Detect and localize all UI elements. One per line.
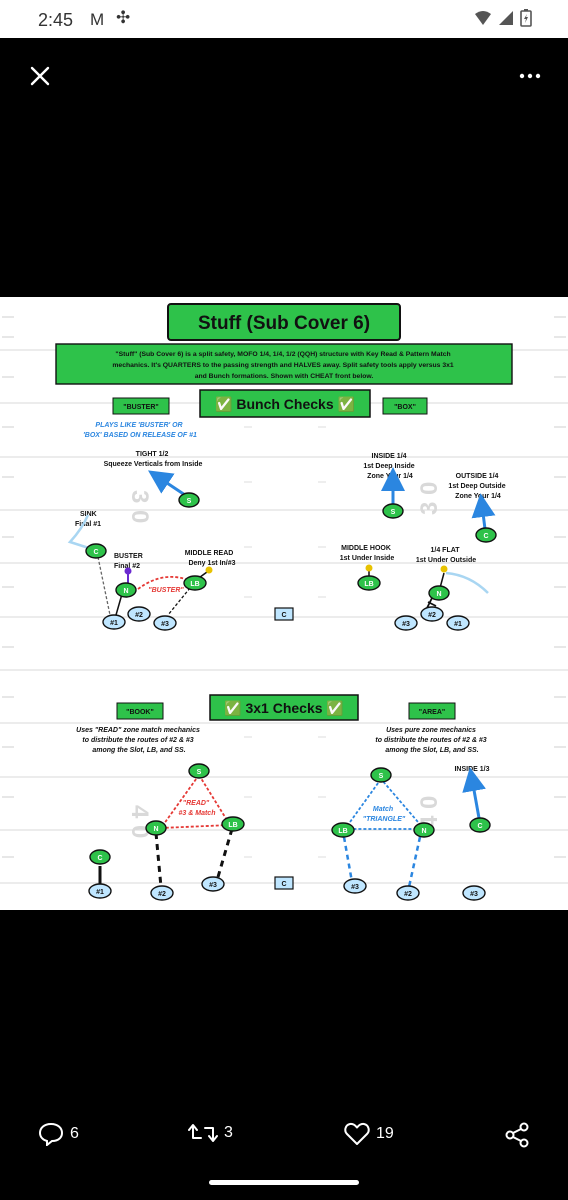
gmail-icon: M — [90, 10, 105, 29]
reply-count: 6 — [70, 1125, 79, 1142]
3x1-checks-header: ✅ 3x1 Checks ✅ — [224, 700, 344, 717]
nickel-book: N — [153, 826, 158, 833]
receiver-1-right: #1 — [454, 621, 462, 628]
share-icon — [505, 1122, 529, 1148]
box-tag: "BOX" — [394, 404, 416, 411]
close-icon[interactable] — [26, 62, 54, 90]
status-bar: 2:45 M ✣ — [0, 0, 568, 38]
receiver-2-book: #2 — [158, 891, 166, 898]
area-description: Uses pure zone mechanics to distribute t… — [375, 727, 488, 754]
signal-icon — [499, 11, 513, 25]
quarter-flat-label: 1/4 FLAT 1st Under Outside — [416, 547, 476, 564]
center-bunch: C — [281, 612, 286, 619]
tweet-actions: 6 3 19 — [0, 1110, 568, 1162]
receiver-2-area: #2 — [404, 891, 412, 898]
nickel-player-right: N — [436, 591, 441, 598]
share-button[interactable] — [504, 1122, 530, 1148]
coverage-diagram-image[interactable]: 3 0 3 0 4 0 4 0 Stuff (Sub Cover 6) "Stu… — [0, 297, 568, 910]
safety-player-right: S — [391, 509, 396, 516]
corner-book: C — [97, 855, 102, 862]
sink-label: SINK Final #1 — [75, 511, 101, 528]
corner-player-right: C — [483, 533, 488, 540]
retweet-icon — [188, 1124, 218, 1142]
wifi-icon — [475, 11, 491, 25]
battery-icon — [520, 9, 532, 27]
diagram-title: Stuff (Sub Cover 6) — [198, 313, 370, 334]
linebacker-player: LB — [190, 581, 199, 588]
tight-half-label: TIGHT 1/2 Squeeze Verticals from Inside — [104, 451, 203, 468]
receiver-1: #1 — [110, 620, 118, 627]
safety-player: S — [187, 498, 192, 505]
receiver-3-right: #3 — [402, 621, 410, 628]
plays-like-note: PLAYS LIKE 'BUSTER' OR 'BOX' BASED ON RE… — [83, 422, 197, 439]
safety-area: S — [379, 773, 384, 780]
reply-icon — [38, 1122, 64, 1146]
buster-zone-label: "BUSTER" — [148, 587, 184, 594]
safety-book: S — [197, 769, 202, 776]
receiver-3-book: #3 — [209, 882, 217, 889]
buster-label: BUSTER Final #2 — [114, 553, 145, 570]
middle-hook-label: MIDDLE HOOK 1st Under Inside — [340, 545, 395, 562]
retweet-button[interactable]: 3 — [188, 1122, 233, 1144]
inside-third-label: INSIDE 1/3 — [454, 766, 489, 773]
buster-tag: "BUSTER" — [123, 404, 158, 411]
receiver-1-book: #1 — [96, 889, 104, 896]
bunch-checks-header: ✅ Bunch Checks ✅ — [215, 396, 355, 413]
linebacker-area: LB — [338, 828, 347, 835]
read-match-label: "READ" #3 & Match — [179, 800, 216, 817]
nickel-area: N — [421, 828, 426, 835]
book-description: Uses "READ" zone match mechanics to dist… — [76, 727, 202, 754]
outside-quarter-label: OUTSIDE 1/4 1st Deep Outside Zone Your 1… — [448, 473, 507, 500]
receiver-3: #3 — [161, 621, 169, 628]
corner-area: C — [477, 823, 482, 830]
diagram-description: "Stuff" (Sub Cover 6) is a split safety,… — [112, 351, 455, 380]
retweet-count: 3 — [224, 1124, 233, 1141]
match-triangle-label: Match "TRIANGLE" — [363, 806, 406, 823]
pinwheel-icon: ✣ — [116, 8, 131, 27]
receiver-2: #2 — [135, 612, 143, 619]
field-number-30-right: 3 0 — [416, 482, 443, 515]
heart-icon — [344, 1122, 370, 1145]
book-tag: "BOOK" — [126, 709, 154, 716]
receiver-2-right: #2 — [428, 612, 436, 619]
reply-button[interactable]: 6 — [38, 1122, 79, 1146]
center-3x1: C — [281, 881, 286, 888]
middle-read-label: MIDDLE READ Deny 1st In/#3 — [185, 550, 236, 567]
like-count: 19 — [376, 1125, 394, 1142]
area-tag: "AREA" — [419, 709, 445, 716]
coverage-diagram: 3 0 3 0 4 0 4 0 Stuff (Sub Cover 6) "Stu… — [0, 303, 568, 901]
more-options-icon[interactable] — [518, 64, 542, 88]
linebacker-book: LB — [228, 822, 237, 829]
receiver-3-area: #3 — [351, 884, 359, 891]
like-button[interactable]: 19 — [344, 1122, 394, 1146]
field-number-30-left: 3 0 — [126, 490, 153, 523]
receiver-1-area: #3 — [470, 891, 478, 898]
status-time: 2:45 — [38, 10, 74, 30]
media-viewer-topbar — [0, 38, 568, 116]
home-indicator[interactable] — [209, 1180, 359, 1185]
nickel-player: N — [123, 588, 128, 595]
corner-player: C — [93, 549, 98, 556]
linebacker-player-right: LB — [364, 581, 373, 588]
